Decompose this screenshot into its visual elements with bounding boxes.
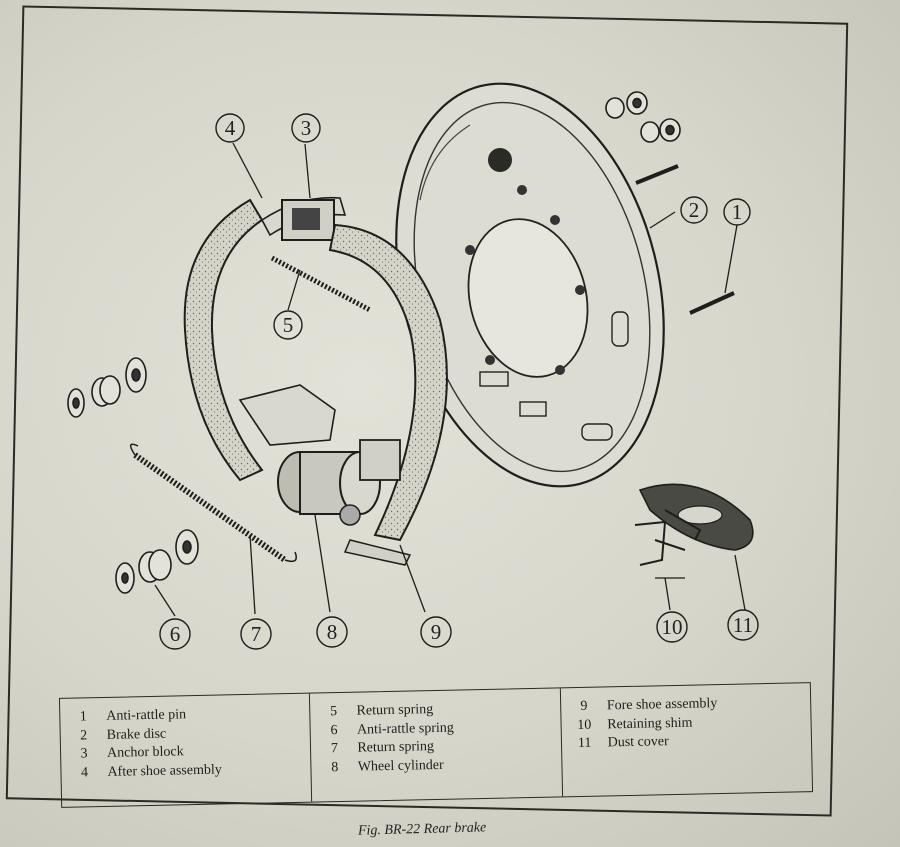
svg-text:2: 2 <box>689 198 700 222</box>
callout-6: 6 <box>159 618 191 650</box>
callout-3: 3 <box>291 113 321 143</box>
dust-cover <box>638 483 754 551</box>
callout-5: 5 <box>273 310 303 340</box>
svg-text:7: 7 <box>251 622 262 646</box>
callout-7: 7 <box>240 618 272 650</box>
callout-4: 4 <box>215 113 245 143</box>
callout-2: 2 <box>680 196 708 224</box>
callout-11: 11 <box>727 609 759 641</box>
svg-text:8: 8 <box>327 620 338 644</box>
svg-text:5: 5 <box>283 313 294 337</box>
brake-disc <box>395 82 665 488</box>
nuts-and-washers <box>605 91 735 315</box>
svg-text:4: 4 <box>225 116 236 140</box>
callout-9: 9 <box>420 616 452 648</box>
figure-caption: Fig. BR-22 Rear brake <box>357 820 487 839</box>
svg-text:1: 1 <box>732 200 743 224</box>
svg-text:9: 9 <box>431 620 442 644</box>
wheel-cylinder <box>277 439 401 526</box>
lower-return-spring <box>129 443 297 563</box>
svg-text:10: 10 <box>662 615 683 639</box>
upper-return-spring <box>270 255 372 313</box>
retaining-shim <box>634 509 702 566</box>
leader-lines <box>154 142 746 617</box>
fore-shoe-assembly <box>328 223 448 566</box>
anti-rattle-spring-lower <box>115 529 199 594</box>
callout-1: 1 <box>723 198 751 226</box>
anti-rattle-spring-upper <box>67 357 147 418</box>
svg-text:3: 3 <box>301 116 312 140</box>
callout-8: 8 <box>316 616 348 648</box>
svg-text:11: 11 <box>733 613 753 637</box>
svg-text:6: 6 <box>170 622 181 646</box>
anchor-block <box>281 199 335 241</box>
callout-10: 10 <box>656 611 688 643</box>
